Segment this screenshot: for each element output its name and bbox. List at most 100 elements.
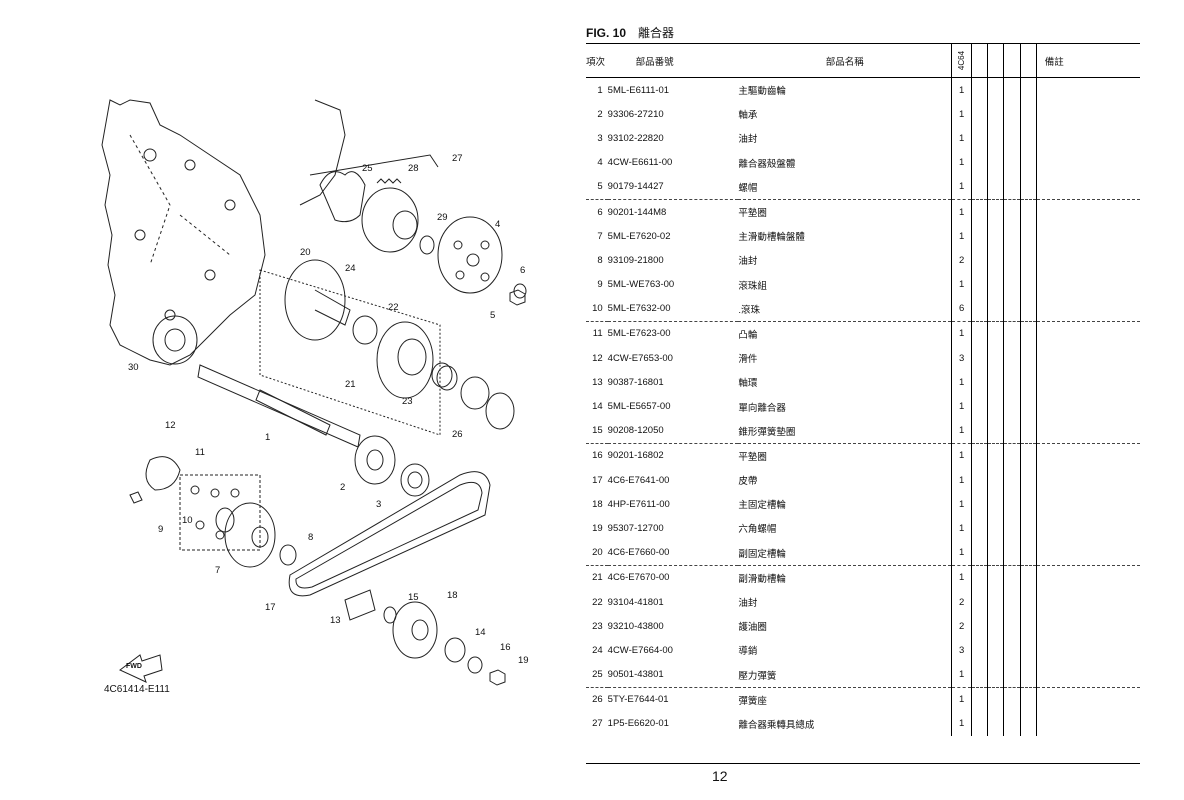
item-no: 27: [592, 718, 603, 730]
quantity: 1: [951, 443, 973, 468]
callout-13: 13: [330, 615, 341, 626]
model-col-blank: [987, 418, 1005, 444]
remarks: [1036, 273, 1140, 297]
quantity: 1: [951, 150, 973, 175]
model-col-blank: [987, 370, 1005, 395]
model-col-blank: [971, 662, 989, 688]
quantity: 2: [951, 614, 973, 639]
model-col-blank: [1020, 711, 1037, 737]
quantity: 1: [951, 418, 973, 444]
model-col-blank: [1020, 346, 1037, 371]
remarks: [1036, 296, 1140, 322]
model-col-blank: [987, 468, 1005, 493]
part-name: 錐形彈簧墊圈: [738, 418, 952, 444]
part-name: 油封: [738, 134, 758, 146]
quantity: 6: [951, 296, 973, 322]
quantity: 2: [951, 248, 973, 273]
remarks: [1036, 370, 1140, 394]
header-remarks: 備註: [1036, 43, 1140, 78]
part-number: 5ML-E7623-00: [607, 328, 671, 340]
model-col-blank: [1003, 126, 1021, 151]
quantity: 1: [951, 711, 973, 737]
model-col-blank: [971, 77, 989, 103]
part-name: 壓力彈簧: [738, 662, 952, 688]
model-col-blank: [1003, 346, 1021, 371]
item-no: 1: [597, 84, 603, 96]
parts-illustration: 30 1 2 3 4 5 6 7 8 9 10 11 12 13 14 15 1…: [101, 99, 529, 686]
part-name: 彈簧座: [738, 695, 767, 707]
item-no: 15: [586, 418, 608, 444]
model-col-blank: [1020, 199, 1037, 225]
model-col-blank: [987, 248, 1005, 273]
item-no: 12: [592, 352, 603, 364]
part-name: 離合器殼盤體: [738, 158, 796, 170]
model-col-blank: [971, 516, 989, 541]
model-col-blank: [987, 589, 1005, 615]
item-no: 4: [597, 157, 603, 169]
model-col-blank: [1003, 174, 1021, 200]
callout-2: 2: [340, 482, 345, 493]
remarks: [1036, 516, 1140, 540]
part-number: 90179-14427: [607, 174, 739, 200]
remarks: [1036, 346, 1140, 370]
model-col-blank: [971, 565, 989, 590]
model-col-blank: [1020, 296, 1037, 322]
item-no: 17: [592, 474, 603, 486]
model-col-blank: [1003, 638, 1021, 663]
model-col-blank: [1020, 638, 1037, 663]
remarks: [1036, 614, 1140, 638]
model-col-blank: [1003, 711, 1021, 737]
part-number: 95307-12700: [607, 522, 664, 534]
remarks: [1036, 394, 1140, 418]
item-no: 20: [586, 540, 608, 566]
item-no: 21: [592, 572, 603, 584]
part-number: 4C6-E7660-00: [607, 540, 739, 566]
part-name: 平墊圈: [738, 208, 767, 220]
model-col-blank: [1003, 321, 1021, 347]
model-col-blank: [1020, 687, 1037, 712]
model-col-blank: [1020, 492, 1037, 517]
callout-7: 7: [215, 565, 220, 576]
part-number: 90501-43801: [607, 662, 739, 688]
part-name: 主驅動齒輪: [738, 86, 786, 98]
item-no: 10: [586, 296, 608, 322]
model-col-blank: [987, 346, 1005, 371]
callout-1: 1: [265, 432, 270, 443]
header-model-blank: [987, 43, 1005, 78]
model-col-blank: [1020, 662, 1037, 688]
fwd-arrow-icon: [119, 654, 163, 683]
part-name: 滑件: [738, 354, 758, 366]
remarks: [1036, 712, 1140, 736]
quantity: 1: [951, 102, 973, 127]
remarks: [1036, 468, 1140, 492]
remarks: [1036, 687, 1140, 712]
callout-22: 22: [388, 302, 399, 313]
part-name: 副固定槽輪: [738, 540, 952, 566]
part-number: 4C6-E7641-00: [607, 474, 670, 486]
part-number: 4CW-E6611-00: [607, 157, 673, 169]
callout-20: 20: [300, 247, 311, 258]
quantity: 3: [951, 638, 973, 663]
model-col-blank: [987, 199, 1005, 225]
model-col-blank: [987, 296, 1005, 322]
remarks: [1036, 590, 1140, 614]
quantity: 1: [951, 662, 973, 688]
model-col-blank: [971, 296, 989, 322]
callout-6: 6: [520, 265, 525, 276]
callout-23: 23: [402, 396, 413, 407]
header-part-number: 部品番號: [607, 43, 739, 78]
part-name: 離合器乘轉具總成: [738, 719, 815, 731]
item-no: 22: [592, 596, 603, 608]
model-col-blank: [1020, 589, 1037, 615]
bottom-rule: [586, 763, 1140, 764]
model-col-blank: [987, 711, 1005, 737]
